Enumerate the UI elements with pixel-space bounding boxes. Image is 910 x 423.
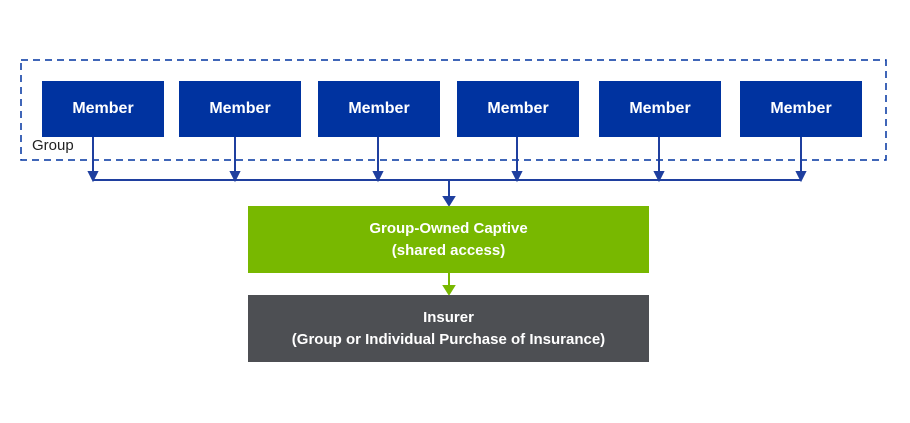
insurer-arrowhead bbox=[442, 285, 456, 296]
captive-box: Group-Owned Captive (shared access) bbox=[248, 206, 649, 273]
member-label-4: Member bbox=[487, 100, 549, 117]
captive-subtitle: (shared access) bbox=[391, 241, 506, 259]
member-label-3: Member bbox=[348, 100, 410, 117]
insurer-box: Insurer (Group or Individual Purchase of… bbox=[248, 295, 649, 362]
member-box-1: Member bbox=[42, 81, 164, 137]
member-arrowhead-1 bbox=[87, 171, 99, 183]
captive-arrowhead bbox=[442, 196, 456, 207]
member-arrowhead-5 bbox=[653, 171, 665, 183]
member-box-3: Member bbox=[318, 81, 440, 137]
member-arrowhead-3 bbox=[372, 171, 384, 183]
member-box-6: Member bbox=[740, 81, 862, 137]
member-box-5: Member bbox=[599, 81, 721, 137]
insurer-connector-group bbox=[442, 273, 456, 296]
member-arrowhead-6 bbox=[795, 171, 807, 183]
member-label-1: Member bbox=[72, 100, 134, 117]
member-connectors bbox=[87, 137, 807, 207]
group-boundary bbox=[20, 59, 887, 161]
member-label-2: Member bbox=[209, 100, 271, 117]
group-label: Group bbox=[30, 137, 76, 154]
member-arrowhead-4 bbox=[511, 171, 523, 183]
member-box-4: Member bbox=[457, 81, 579, 137]
insurer-subtitle: (Group or Individual Purchase of Insuran… bbox=[291, 330, 606, 348]
captive-title: Group-Owned Captive bbox=[369, 219, 528, 237]
member-box-2: Member bbox=[179, 81, 301, 137]
member-label-5: Member bbox=[629, 100, 691, 117]
insurer-title: Insurer bbox=[423, 308, 474, 326]
member-label-6: Member bbox=[770, 100, 832, 117]
member-arrowhead-2 bbox=[229, 171, 241, 183]
